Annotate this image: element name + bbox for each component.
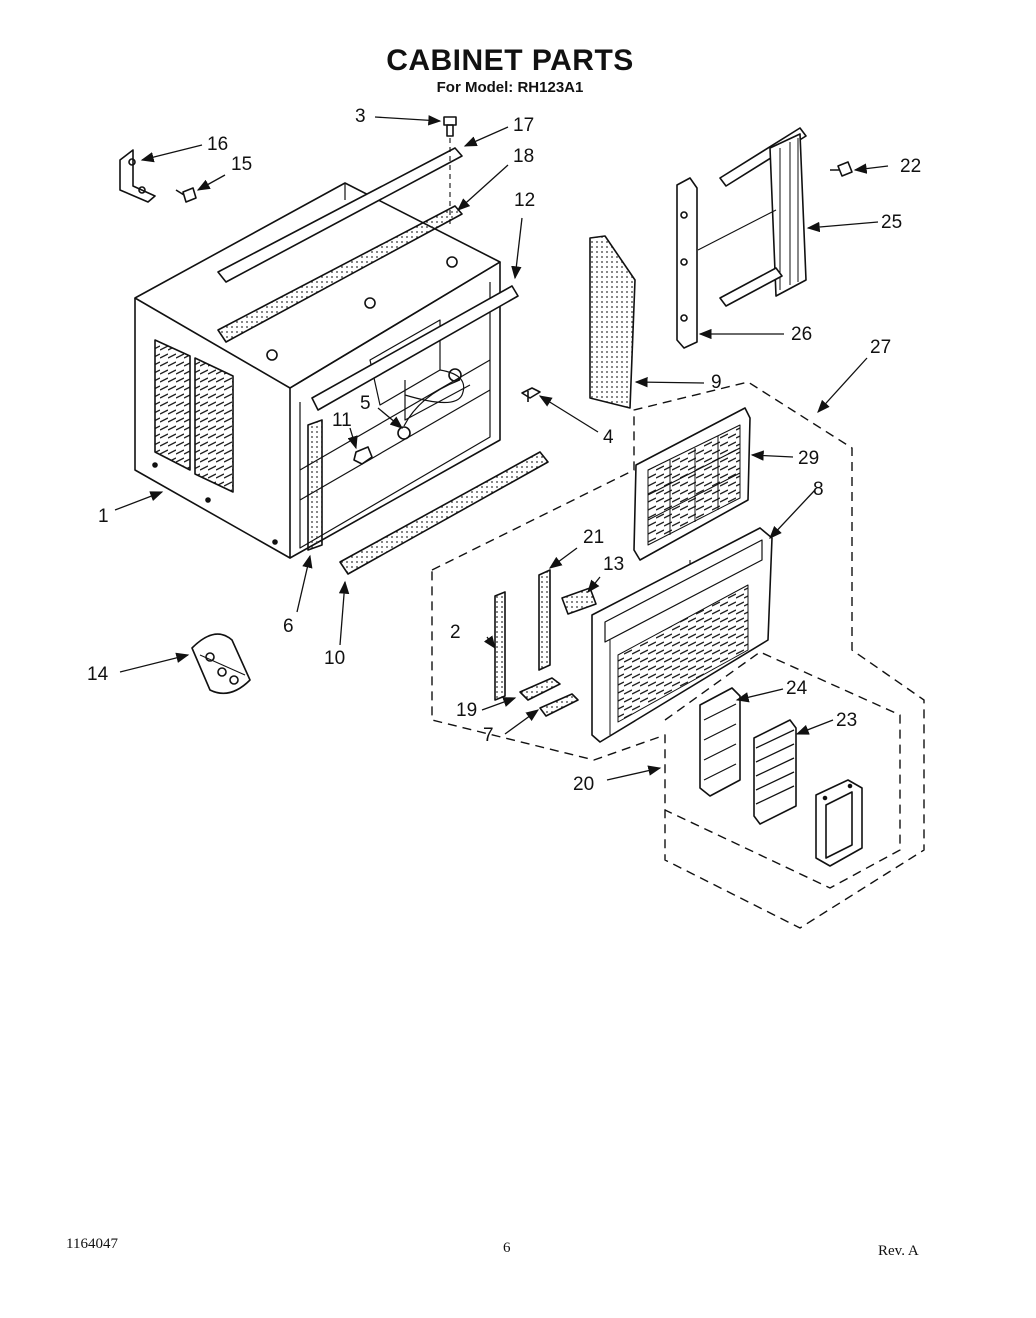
rail-part-18 — [217, 205, 463, 343]
leader-arrows — [114, 115, 889, 781]
part-label-22: 22 — [900, 156, 921, 177]
page-title: CABINET PARTS — [386, 44, 634, 77]
filter-grille-part-29 — [633, 407, 751, 561]
revision-label: Rev. A — [878, 1243, 919, 1259]
part-label-27: 27 — [870, 337, 891, 358]
model-subtitle: For Model: RH123A1 — [436, 79, 584, 96]
part-label-8: 8 — [813, 479, 824, 500]
part-label-18: 18 — [513, 146, 534, 167]
front-panel-part-8 — [591, 527, 773, 743]
rail-part-12 — [311, 285, 519, 411]
assembly-outline-part-27 — [431, 381, 925, 929]
cabinet-wrapper — [134, 182, 501, 559]
part-label-13: 13 — [603, 554, 624, 575]
filter-part-9 — [589, 235, 636, 409]
louver-holder-part-24 — [699, 687, 741, 797]
screw-part-3 — [443, 116, 457, 228]
part-label-10: 10 — [324, 648, 345, 669]
assembly-outline-part-20 — [664, 651, 901, 889]
part-label-12: 12 — [514, 190, 535, 211]
part-label-20: 20 — [573, 774, 594, 795]
rail-part-17 — [217, 147, 463, 283]
label-part-13 — [561, 587, 597, 615]
screw-part-22 — [830, 161, 853, 177]
block-part-19 — [519, 677, 561, 701]
nut-part-11 — [353, 446, 373, 465]
part-label-23: 23 — [836, 710, 857, 731]
part-label-24: 24 — [786, 678, 808, 699]
part-label-19: 19 — [456, 700, 477, 721]
screw-part-4 — [521, 387, 541, 402]
part-label-4: 4 — [603, 427, 614, 448]
louver-frame — [815, 779, 863, 867]
part-label-16: 16 — [207, 134, 228, 155]
seal-part-6 — [307, 419, 323, 551]
ground-wire-part-5 — [397, 368, 462, 440]
part-label-14: 14 — [87, 664, 109, 685]
clip-part-14 — [191, 633, 251, 695]
side-louvers — [154, 339, 234, 493]
gasket-part-2 — [494, 591, 506, 701]
document-number: 1164047 — [66, 1236, 118, 1252]
part-label-17: 17 — [513, 115, 534, 136]
page-number: 6 — [503, 1240, 511, 1256]
part-label-3: 3 — [355, 106, 366, 127]
part-label-1: 1 — [98, 506, 109, 527]
part-label-11: 11 — [332, 410, 352, 431]
part-label-7: 7 — [483, 725, 494, 746]
frame-part-25 — [697, 127, 807, 307]
part-label-26: 26 — [791, 324, 812, 345]
part-label-15: 15 — [231, 154, 252, 175]
block-part-7 — [539, 693, 579, 717]
part-label-9: 9 — [711, 372, 722, 393]
louver-part-23 — [753, 719, 797, 825]
part-label-2: 2 — [450, 622, 461, 643]
seal-part-10 — [339, 451, 549, 575]
part-label-6: 6 — [283, 616, 294, 637]
screw-part-15 — [175, 187, 197, 203]
part-number-labels: 1 2 3 4 5 6 7 8 9 10 11 12 13 14 15 16 1… — [87, 106, 921, 795]
part-label-25: 25 — [881, 212, 902, 233]
part-label-21: 21 — [583, 527, 604, 548]
side-panel-part-26 — [676, 177, 698, 349]
bracket-part-16 — [119, 149, 156, 203]
part-label-5: 5 — [360, 393, 371, 414]
part-label-29: 29 — [798, 448, 819, 469]
gasket-part-21 — [538, 569, 551, 671]
